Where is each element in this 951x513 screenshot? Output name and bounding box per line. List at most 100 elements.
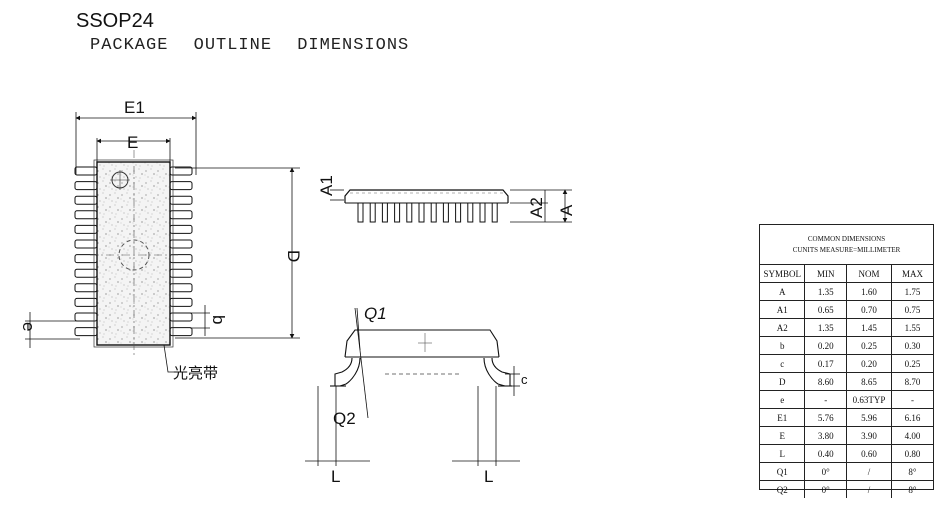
column-header: MAX [890, 265, 933, 283]
leads-left [74, 166, 98, 337]
table-cell: 0.30 [890, 336, 933, 355]
label-e: E [127, 133, 138, 152]
table-cell: 1.55 [890, 318, 933, 337]
side-lead [406, 202, 413, 223]
side-lead [430, 202, 437, 223]
side-lead [369, 202, 376, 223]
table-cell: 0.63TYP [845, 390, 892, 409]
table-cell: - [890, 390, 933, 409]
table-cell: 0° [804, 462, 847, 481]
table-cell: 1.45 [845, 318, 892, 337]
side-lead [357, 202, 364, 223]
leads-right [169, 166, 193, 337]
table-cell: 5.76 [804, 408, 847, 427]
side-lead [491, 202, 498, 223]
table-cell: 4.00 [890, 426, 933, 445]
package-body [96, 161, 171, 346]
label-q2: Q2 [333, 409, 356, 428]
label-b: b [209, 315, 228, 324]
side-lead [467, 202, 474, 223]
table-cell: 0.20 [845, 354, 892, 373]
table-cell: c [760, 354, 806, 373]
table-cell: / [845, 462, 892, 481]
label-light-band: 光亮带 [173, 364, 218, 382]
label-e1: E1 [124, 98, 145, 117]
dimensions-table: COMMON DIMENSIONS CUNITS MEASURE=MILLIME… [759, 224, 934, 498]
table-cell: 0° [804, 480, 847, 498]
label-a: A [557, 204, 576, 216]
table-cell: 0.75 [890, 300, 933, 319]
side-lead [455, 202, 462, 223]
end-view [305, 307, 520, 466]
table-cell: E [760, 426, 806, 445]
table-heading-line2: CUNITS MEASURE=MILLIMETER [792, 246, 901, 254]
label-a1: A1 [317, 175, 336, 196]
table-cell: 8.70 [890, 372, 933, 391]
table-cell: 3.80 [804, 426, 847, 445]
table-cell: 0.80 [890, 444, 933, 463]
table-heading-line1: COMMON DIMENSIONS [807, 235, 886, 243]
table-cell: b [760, 336, 806, 355]
table-cell: 5.96 [845, 408, 892, 427]
table-cell: 0.70 [845, 300, 892, 319]
label-l-right: L [484, 467, 493, 486]
drawing-subtitle: PACKAGE OUTLINE DIMENSIONS [90, 36, 410, 55]
table-cell: e [760, 390, 806, 409]
table-cell: 0.60 [845, 444, 892, 463]
drawing-title: SSOP24 [76, 10, 154, 32]
table-cell: 0.65 [804, 300, 847, 319]
table-cell: 6.16 [890, 408, 933, 427]
table-cell: 0.17 [804, 354, 847, 373]
table-cell: Q2 [760, 480, 806, 498]
side-lead [394, 202, 401, 223]
table-cell: / [845, 480, 892, 498]
side-lead [381, 202, 388, 223]
table-row: e-0.63TYP- [760, 390, 933, 409]
table-cell: 8.60 [804, 372, 847, 391]
table-cell: E1 [760, 408, 806, 427]
table-cell: 0.25 [845, 336, 892, 355]
table-cell: 1.75 [890, 282, 933, 301]
column-header: NOM [845, 265, 892, 283]
side-lead [442, 202, 449, 223]
table-cell: A1 [760, 300, 806, 319]
table-cell: Q1 [760, 462, 806, 481]
side-lead [418, 202, 425, 223]
table-heading: COMMON DIMENSIONS CUNITS MEASURE=MILLIME… [760, 225, 933, 265]
table-cell: L [760, 444, 806, 463]
column-header: SYMBOL [760, 265, 806, 283]
table-cell: 1.35 [804, 318, 847, 337]
label-q1: Q1 [364, 304, 387, 323]
table-cell: 8° [890, 480, 933, 498]
table-cell: - [804, 390, 847, 409]
label-l-left: L [331, 467, 340, 486]
table-cell: 8° [890, 462, 933, 481]
table-cell: 1.60 [845, 282, 892, 301]
table-cell: 0.20 [804, 336, 847, 355]
table-cell: 0.25 [890, 354, 933, 373]
label-e-pitch: e [19, 322, 38, 331]
side-leads [357, 202, 498, 223]
table-cell: A [760, 282, 806, 301]
side-lead [479, 202, 486, 223]
label-a2: A2 [527, 197, 546, 218]
table-cell: 8.65 [845, 372, 892, 391]
column-header: MIN [804, 265, 847, 283]
table-cell: 3.90 [845, 426, 892, 445]
top-view [25, 112, 300, 373]
table-cell: 1.35 [804, 282, 847, 301]
label-c: c [521, 372, 528, 387]
